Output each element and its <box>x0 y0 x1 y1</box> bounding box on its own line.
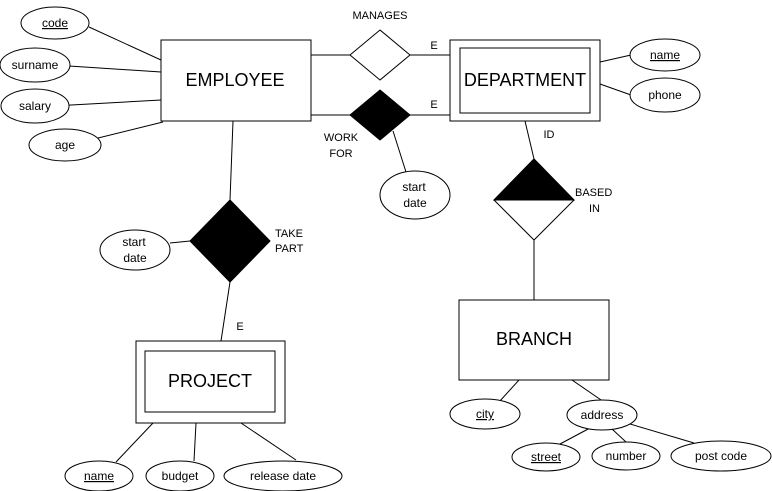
attribute-phone-label: phone <box>648 88 682 102</box>
manages-cardinality: E <box>430 40 437 52</box>
line-workfor-startdate <box>392 130 407 173</box>
branch-entity[interactable]: BRANCH <box>458 299 610 381</box>
attribute-post-code-label: post code <box>695 449 747 463</box>
work-for-start-date-line1: start <box>402 180 426 194</box>
line-surname <box>68 65 162 73</box>
take-part-start-date-line1: start <box>122 235 146 249</box>
attribute-code[interactable]: code <box>20 6 90 40</box>
employee-entity[interactable]: EMPLOYEE <box>160 39 312 122</box>
based-in-cardinality: ID <box>544 129 555 141</box>
attribute-age-label: age <box>55 138 75 152</box>
attribute-project-name[interactable]: name <box>64 460 134 491</box>
line-takepart-startdate <box>169 240 191 244</box>
attribute-address-label: address <box>581 408 624 422</box>
work-for-start-date-line2: date <box>403 196 427 210</box>
take-part-start-date-line2: date <box>123 251 147 265</box>
line-branch-address <box>571 379 605 403</box>
attribute-phone[interactable]: phone <box>629 77 701 113</box>
work-for-label-line2: FOR <box>329 148 352 160</box>
work-for-cardinality: E <box>430 99 437 111</box>
take-part-label-line2: PART <box>275 243 304 255</box>
line-age <box>89 121 164 141</box>
attribute-budget-label: budget <box>162 469 199 483</box>
line-dept-phone <box>599 83 632 96</box>
attribute-street[interactable]: street <box>511 442 581 472</box>
work-for-label-line1: WORK <box>324 132 359 144</box>
employee-label: EMPLOYEE <box>185 70 284 90</box>
take-part-cardinality: E <box>236 321 243 333</box>
attribute-address[interactable]: address <box>566 399 638 431</box>
attribute-surname[interactable]: surname <box>0 47 71 83</box>
based-in-label-line2: IN <box>589 203 600 215</box>
attribute-salary[interactable]: salary <box>0 88 70 124</box>
manages-relationship[interactable] <box>349 29 411 81</box>
attribute-surname-label: surname <box>12 58 59 72</box>
based-in-relationship[interactable] <box>492 158 576 241</box>
attribute-street-label: street <box>531 450 562 464</box>
attribute-release-date-label: release date <box>250 469 316 483</box>
work-for-relationship[interactable] <box>349 89 411 141</box>
department-entity[interactable]: DEPARTMENT <box>449 39 601 122</box>
attribute-department-name[interactable]: name <box>629 38 701 72</box>
attribute-project-name-label: name <box>84 469 114 483</box>
attribute-take-part-start-date[interactable]: start date <box>99 229 171 271</box>
manages-label: MANAGES <box>352 10 407 22</box>
attribute-department-name-label: name <box>650 48 680 62</box>
attribute-age[interactable]: age <box>28 128 102 162</box>
line-dept-name <box>599 54 632 63</box>
attribute-release-date[interactable]: release date <box>223 460 343 491</box>
project-entity[interactable]: PROJECT <box>135 340 286 424</box>
take-part-label-line1: TAKE <box>275 228 303 240</box>
attribute-number-label: number <box>606 449 647 463</box>
line-address-street <box>559 427 591 445</box>
based-in-label-line1: BASED <box>575 187 612 199</box>
attribute-number[interactable]: number <box>591 441 661 471</box>
attribute-salary-label: salary <box>19 99 51 113</box>
line-code <box>88 26 162 61</box>
line-takepart-employee <box>229 120 234 201</box>
line-basedin-department <box>524 120 535 160</box>
project-label: PROJECT <box>168 371 252 391</box>
line-project-releasedate <box>240 422 297 461</box>
line-project-budget <box>193 422 197 462</box>
line-project-name <box>115 422 154 463</box>
line-salary <box>52 99 162 107</box>
line-address-postcode <box>629 423 695 444</box>
attribute-city-label: city <box>476 407 494 421</box>
branch-label: BRANCH <box>496 329 572 349</box>
department-label: DEPARTMENT <box>464 70 586 90</box>
attribute-post-code[interactable]: post code <box>670 440 772 472</box>
connector-lines <box>52 26 695 463</box>
attribute-city[interactable]: city <box>449 398 521 430</box>
line-branch-city <box>498 379 520 403</box>
attribute-work-for-start-date[interactable]: start date <box>379 170 451 220</box>
attribute-code-label: code <box>42 16 68 30</box>
line-address-number <box>611 428 627 443</box>
line-takepart-project <box>220 281 231 342</box>
take-part-relationship[interactable] <box>189 199 271 283</box>
attribute-budget[interactable]: budget <box>145 460 215 491</box>
